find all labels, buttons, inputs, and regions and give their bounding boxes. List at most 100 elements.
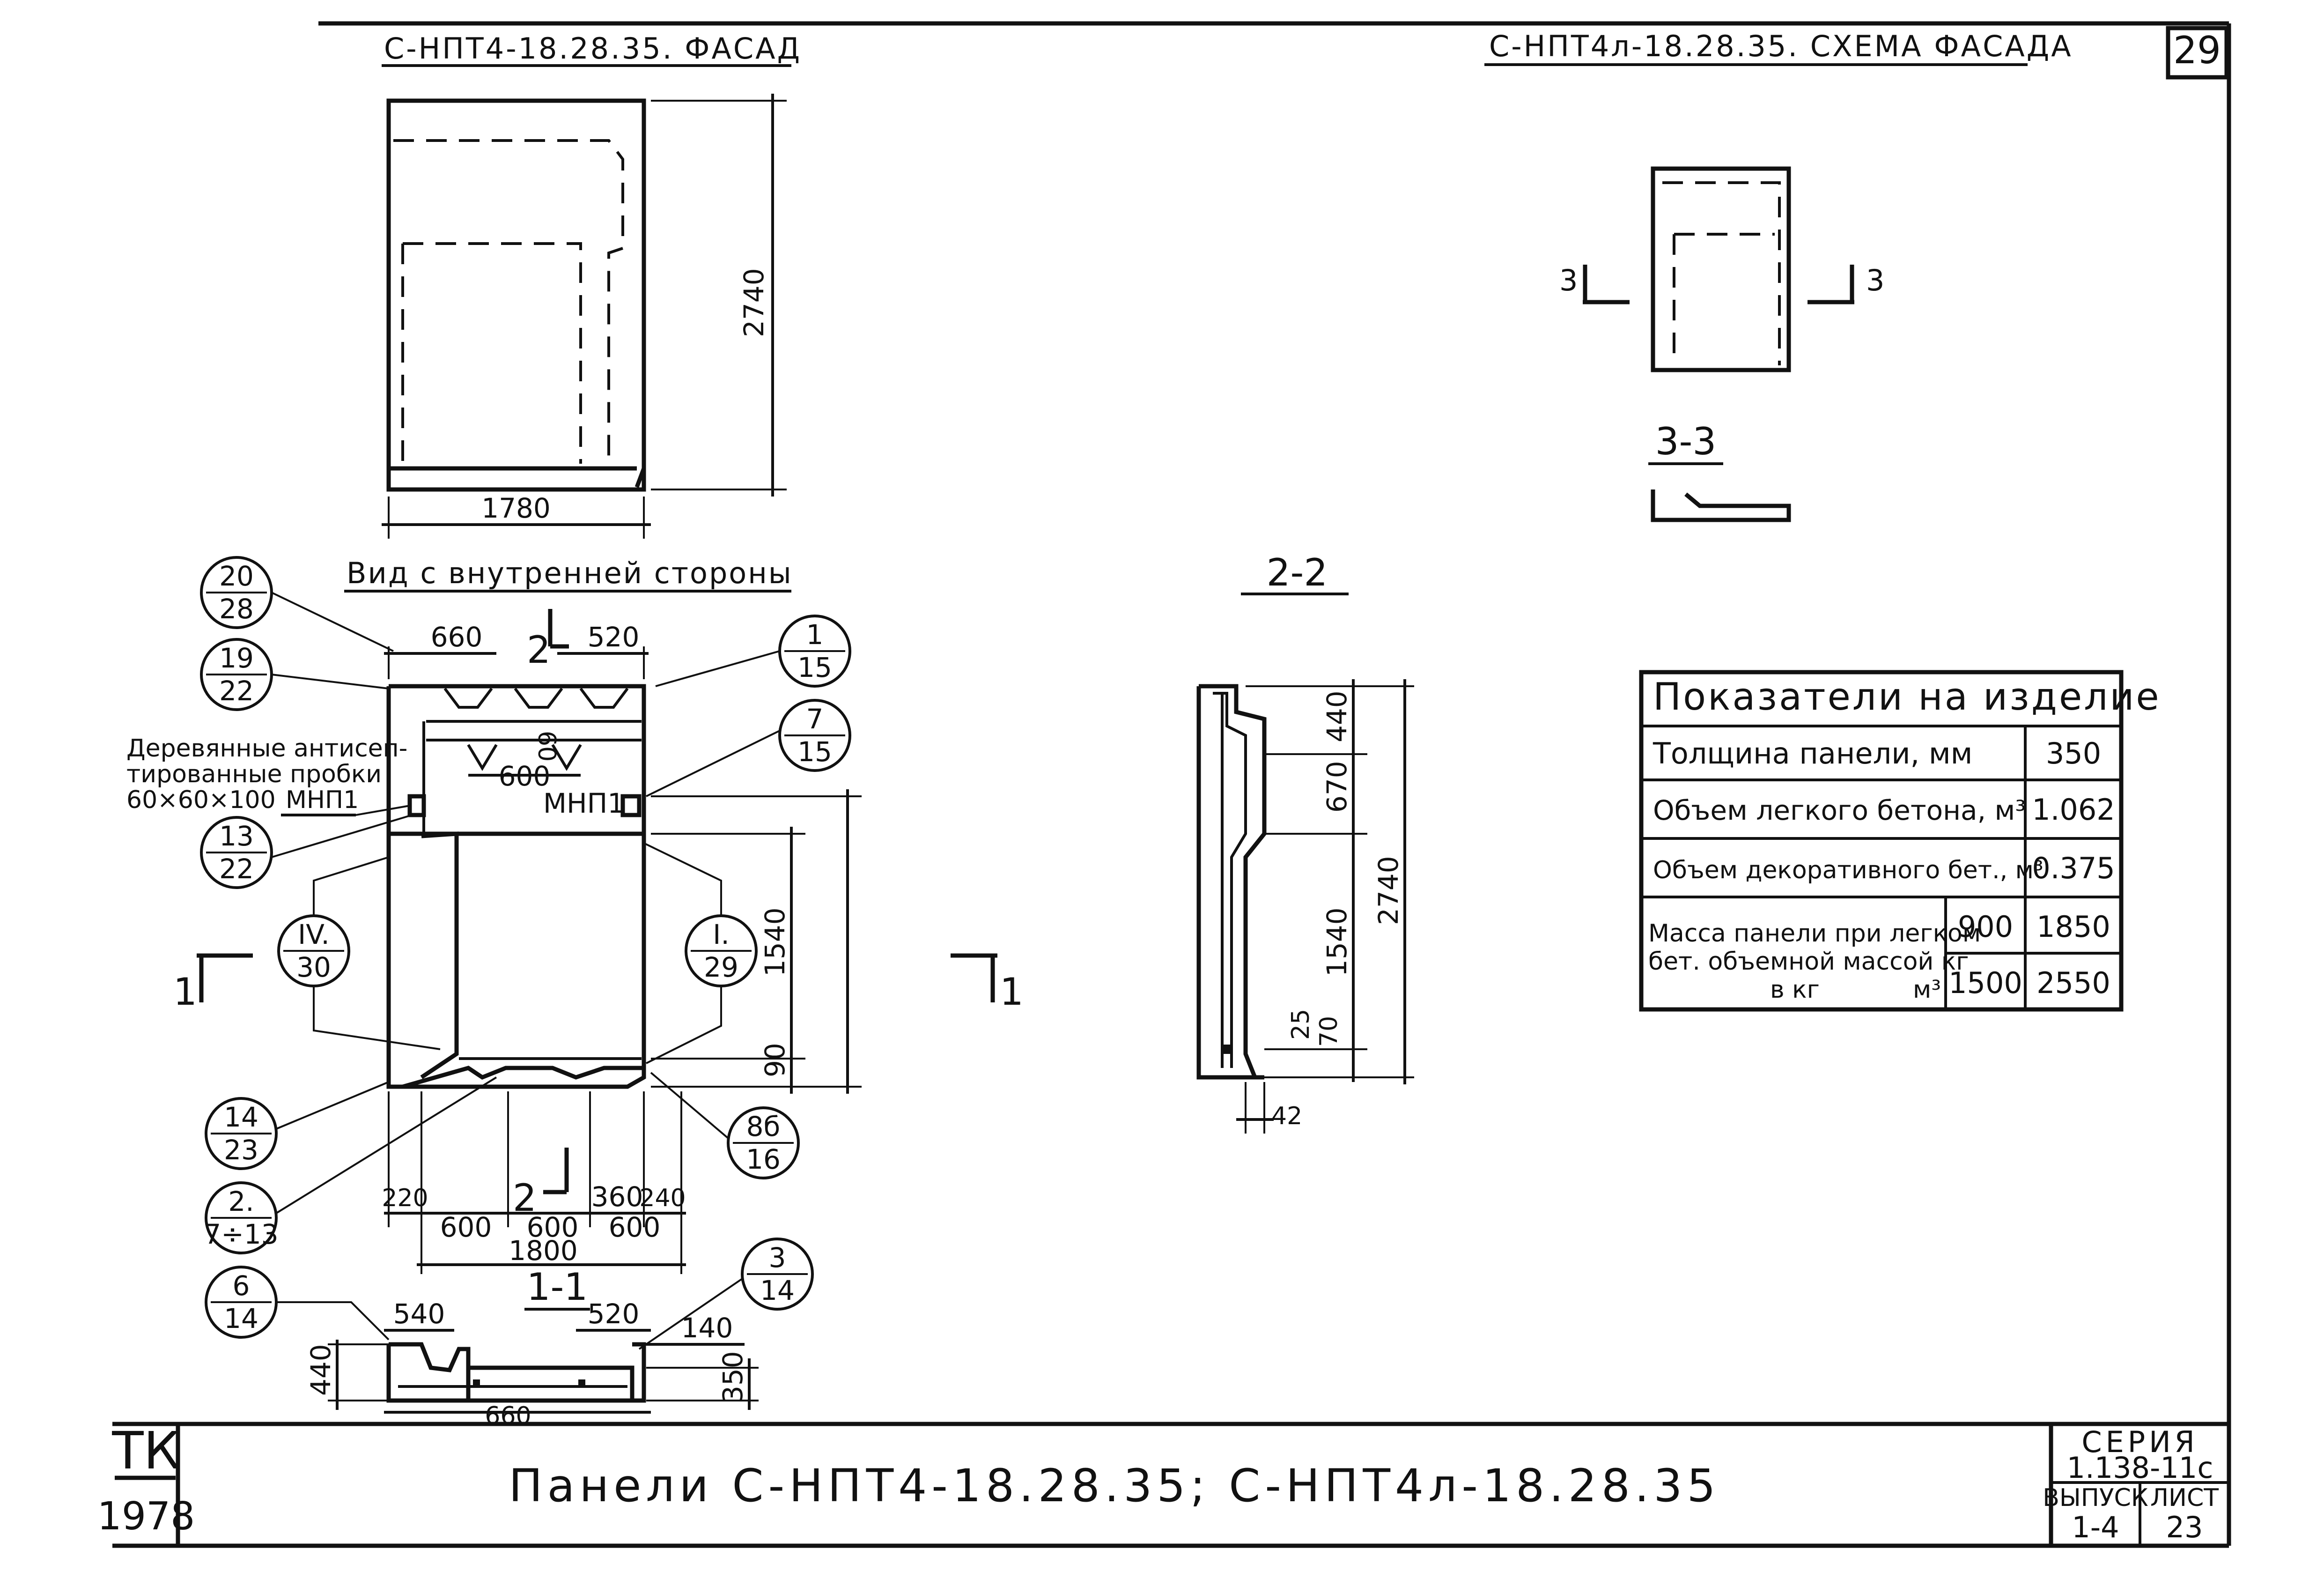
mass-unit: м³: [1913, 976, 1941, 1004]
dim-small-60: 60: [532, 731, 561, 762]
dim-bottom-1800: 1800: [509, 1235, 578, 1267]
note-line-1: Деревянные антисеп-: [126, 734, 407, 763]
indicator-value-light-concrete: 1.062: [2032, 793, 2115, 827]
callout-top: 14: [224, 1101, 258, 1133]
dim-bottom-600c: 600: [609, 1211, 661, 1243]
indicator-value-thickness: 350: [2046, 736, 2101, 771]
callout-bottom: 15: [797, 652, 832, 683]
callout-19-22: 19 22: [200, 638, 389, 711]
callout-top: 13: [219, 820, 254, 852]
series-label: СЕРИЯ: [2081, 1425, 2198, 1459]
indicator-label-light-concrete: Объем легкого бетона, м³: [1653, 794, 2026, 826]
section-1-1-title: 1-1: [527, 1265, 588, 1309]
indicator-label-decor-concrete: Объем декоративного бет., м³: [1653, 856, 2044, 884]
section-2-2-title: 2-2: [1267, 551, 1328, 594]
indicators-title: Показатели на изделие: [1653, 675, 2161, 719]
callout-top: 3: [769, 1242, 786, 1274]
mass-value-1850: 1850: [2036, 910, 2110, 944]
callout-top: I.: [713, 919, 730, 950]
sec11-dim-350: 350: [717, 1351, 749, 1403]
callout-14-23: 14 23: [205, 1081, 389, 1170]
dim-bottom-600b: 600: [527, 1211, 579, 1243]
callout-top: IV.: [298, 919, 330, 950]
note-line-2: тированные пробки: [126, 760, 382, 788]
callout-bottom: 14: [224, 1303, 258, 1334]
mass-label-2: бет. объемной массой кг: [1648, 948, 1969, 976]
section-2-2-drawing: 2-2 440 670 1540 2740 25 70 42: [1196, 551, 1414, 1134]
series-number: 1.138-11с: [2067, 1451, 2213, 1485]
mnp-label: МНП1: [543, 787, 625, 819]
issue-label: ВЫПУСК: [2043, 1484, 2148, 1512]
note-mark: МНП1: [286, 786, 359, 814]
callout-1-15: 1 15: [655, 615, 851, 688]
indicator-value-decor-concrete: 0.375: [2032, 851, 2115, 885]
callout-2-7-13: 2. 7÷13: [204, 1076, 497, 1254]
dim-right-90: 90: [759, 1043, 791, 1077]
dim-top-660: 660: [431, 621, 483, 653]
callout-7-15: 7 15: [646, 699, 851, 797]
facade-scheme-drawing: С-НПТ4л-18.28.35. СХЕМА ФАСАДА 3 3 3-3: [1484, 29, 2073, 522]
callout-bottom: 7÷13: [204, 1218, 278, 1250]
section-1-1-drawing: 1-1 540 520 140 440 350 660 6 14 3: [205, 1238, 814, 1430]
sec22-dim-670: 670: [1321, 761, 1353, 813]
callout-IV-30: IV. 30: [277, 856, 441, 1050]
stamp-org: ТК: [111, 1421, 180, 1481]
dim-top-520: 520: [588, 621, 640, 653]
facade-title: С-НПТ4-18.28.35. ФАСАД: [384, 31, 802, 66]
callout-top: 8б: [746, 1111, 781, 1142]
section-3-3-title: 3-3: [1655, 420, 1717, 463]
callout-8b-16: 8б 16: [650, 1072, 800, 1179]
sheet-label: ЛИСТ: [2150, 1484, 2219, 1512]
sec22-dim-1540: 1540: [1321, 907, 1353, 977]
dim-bottom-600a: 600: [440, 1211, 492, 1243]
callout-bottom: 28: [219, 593, 254, 625]
callout-top: 20: [219, 560, 254, 592]
callout-top: 1: [806, 619, 824, 651]
callout-13-22: 13 22: [200, 814, 413, 889]
stamp-year: 1978: [97, 1494, 195, 1539]
inner-view-title: Вид с внутренней стороны: [347, 556, 793, 590]
sheet-corner-number: 29: [2173, 29, 2221, 72]
facade-scheme-title: С-НПТ4л-18.28.35. СХЕМА ФАСАДА: [1489, 29, 2073, 63]
callout-top: 19: [219, 642, 254, 674]
cut-2-top: 2: [527, 628, 551, 672]
facade-height-dim: 2740: [738, 268, 770, 337]
indicators-table: Показатели на изделие Толщина панели, мм…: [1639, 670, 2161, 1012]
mass-density-900: 900: [1958, 910, 2013, 944]
facade-width-dim: 1780: [481, 492, 551, 524]
callout-bottom: 23: [224, 1134, 258, 1166]
sec22-dim-440: 440: [1321, 690, 1353, 742]
sec22-dim-42: 42: [1271, 1102, 1302, 1130]
callout-bottom: 14: [760, 1275, 795, 1306]
sec22-dim-70: 70: [1315, 1016, 1343, 1047]
mass-density-1500: 1500: [1948, 966, 2022, 1000]
callout-top: 7: [806, 703, 824, 735]
sec11-dim-660: 660: [485, 1402, 531, 1430]
note-line-3: 60×60×100: [126, 786, 276, 814]
sec22-dim-25: 25: [1287, 1009, 1315, 1040]
dim-right-1540: 1540: [759, 907, 791, 977]
dim-top-600: 600: [499, 760, 551, 792]
indicator-label-thickness: Толщина панели, мм: [1653, 736, 1972, 771]
mass-value-2550: 2550: [2036, 966, 2110, 1000]
dim-bottom-240: 240: [639, 1184, 686, 1212]
callout-bottom: 22: [219, 853, 254, 885]
facade-drawing: С-НПТ4-18.28.35. ФАСАД 2740 1780: [382, 31, 802, 539]
scheme-cut-right: 3: [1866, 263, 1884, 297]
callout-6-14: 6 14: [205, 1266, 390, 1341]
cut-1-right: 1: [1000, 970, 1024, 1014]
issue-value: 1-4: [2072, 1510, 2119, 1544]
sec22-dim-2740: 2740: [1372, 856, 1404, 925]
scheme-cut-left: 3: [1559, 263, 1578, 297]
callout-bottom: 29: [704, 951, 738, 983]
callout-3-14: 3 14: [638, 1238, 814, 1350]
callout-bottom: 22: [219, 675, 254, 707]
mass-label-3: в кг: [1770, 976, 1820, 1004]
mass-label-1: Масса панели при легком: [1648, 919, 1981, 948]
callout-bottom: 15: [797, 736, 832, 768]
inner-view-drawing: Вид с внутренней стороны 2 2 1 1: [126, 556, 1024, 1274]
sheet-title: Панели С-НПТ4-18.28.35; С-НПТ4л-18.28.35: [509, 1460, 1720, 1512]
sec11-dim-140: 140: [681, 1312, 733, 1344]
callout-top: 6: [233, 1270, 250, 1302]
